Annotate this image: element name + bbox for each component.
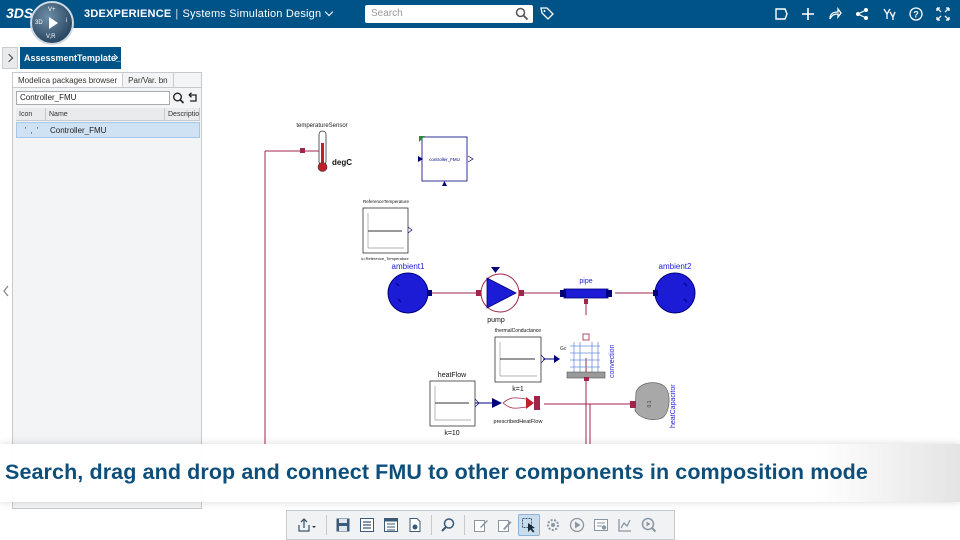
table-icon[interactable] — [380, 514, 402, 536]
ambient2-label: ambient2 — [659, 262, 692, 271]
convection-port-label: Gc — [560, 346, 567, 352]
packages-panel: Modelica packages browser Par/Var. bn Co… — [12, 72, 202, 509]
tab-assessment-template[interactable]: AssessmentTemplate_1 — [20, 47, 126, 69]
toolbar-divider — [326, 515, 327, 535]
ambient2-boundary[interactable]: ambient2 — [653, 262, 696, 314]
chevron-down-icon[interactable] — [325, 7, 334, 17]
plot-icon[interactable] — [614, 514, 636, 536]
simulate-icon[interactable] — [638, 514, 660, 536]
edit-pen-icon[interactable] — [494, 514, 516, 536]
results-header: Icon Name Description — [16, 108, 200, 121]
list-icon[interactable] — [356, 514, 378, 536]
chevron-left-icon[interactable] — [2, 285, 10, 297]
package-search-input[interactable]: Controller_FMU — [16, 91, 170, 105]
column-description[interactable]: Description — [165, 108, 200, 120]
apps-icon[interactable] — [880, 5, 898, 23]
document-icon[interactable] — [404, 514, 426, 536]
reset-icon[interactable] — [186, 91, 199, 105]
toolbar-divider — [431, 515, 432, 535]
settings-icon[interactable] — [542, 514, 564, 536]
save-icon[interactable] — [332, 514, 354, 536]
brand-logo[interactable]: 3DS — [6, 5, 34, 21]
compass-label: V,R — [46, 34, 56, 40]
tab-parameters-variables[interactable]: Par/Var. bn — [123, 73, 174, 87]
network-icon[interactable] — [853, 5, 871, 23]
fmu-icon: ' , ' — [24, 125, 40, 135]
toolbar-divider — [464, 515, 465, 535]
reference-param: k=Reference_Temperature — [361, 256, 409, 261]
thermal-conductance-block[interactable]: thermalConductance k=1 — [494, 328, 546, 393]
tab-expand-button[interactable] — [2, 47, 18, 69]
convection-label: convection — [609, 344, 616, 378]
controller-fmu-block[interactable]: controller_FMU — [418, 136, 474, 186]
search-icon[interactable] — [172, 91, 185, 105]
play-icon — [49, 17, 58, 29]
result-name: Controller_FMU — [50, 125, 107, 135]
reference-label: ReferenceTemperature — [363, 199, 410, 204]
heat-flow-label: heatFlow — [438, 372, 467, 379]
plus-icon[interactable] — [799, 5, 817, 23]
temperature-sensor-label: temperatureSensor — [296, 123, 347, 129]
app-title[interactable]: 3DEXPERIENCE|Systems Simulation Design — [84, 7, 334, 20]
search-icon[interactable] — [515, 7, 529, 21]
sensor-unit-label: degC — [332, 158, 352, 167]
bottom-toolbar — [286, 510, 675, 540]
select-icon[interactable] — [518, 514, 540, 536]
tab-modelica-packages[interactable]: Modelica packages browser — [13, 73, 124, 87]
share-icon[interactable] — [826, 5, 844, 23]
heat-flow-block[interactable]: heatFlow k=10 — [429, 372, 480, 437]
heat-capacitor-value: 0.1 — [647, 400, 653, 407]
heat-flow-param: k=10 — [444, 430, 459, 437]
brand-separator: | — [175, 8, 179, 20]
ambient1-label: ambient1 — [392, 262, 425, 271]
search-input[interactable]: Search — [365, 5, 533, 23]
pump-label: pump — [487, 317, 505, 324]
heat-capacitor-label: heatCapacitor — [670, 384, 677, 428]
play-icon[interactable] — [566, 514, 588, 536]
heat-capacitor[interactable]: 0.1 heatCapacitor — [630, 382, 677, 428]
column-name[interactable]: Name — [46, 108, 165, 120]
controller-label: controller_FMU — [429, 157, 460, 162]
chevron-right-icon — [4, 53, 14, 63]
share-feedback-icon[interactable] — [772, 5, 790, 23]
temperature-sensor[interactable]: temperatureSensor degC — [296, 123, 352, 172]
edit-icon[interactable] — [470, 514, 492, 536]
export-icon[interactable] — [293, 514, 321, 536]
compass-icon[interactable]: V+ 3D i V,R — [30, 1, 74, 45]
platform-name: 3DEXPERIENCE — [84, 8, 172, 20]
fullscreen-icon[interactable] — [934, 5, 952, 23]
column-icon[interactable]: Icon — [16, 108, 46, 120]
app-name: Systems Simulation Design — [182, 8, 322, 20]
compass-label: i — [65, 18, 67, 24]
connection-wires — [264, 150, 656, 445]
caption-banner: Search, drag and drop and connect FMU to… — [0, 444, 960, 502]
svg-text:?: ? — [913, 10, 919, 20]
caption-text: Search, drag and drop and connect FMU to… — [5, 460, 868, 484]
prescribed-heat-flow-label: prescribedHeatFlow — [494, 419, 543, 425]
tab-label: AssessmentTemplate_1 — [24, 53, 126, 63]
thermal-param: k=1 — [512, 386, 524, 393]
compass-label: 3D — [35, 20, 43, 26]
compass-label: V+ — [48, 7, 56, 13]
help-icon[interactable]: ? — [907, 5, 925, 23]
ambient1-boundary[interactable]: ambient1 — [387, 262, 432, 314]
tag-icon[interactable] — [540, 6, 554, 20]
zoom-icon[interactable] — [437, 514, 459, 536]
pipe[interactable]: pipe — [560, 278, 612, 304]
convection-block[interactable]: Gc convection — [554, 333, 616, 381]
composition-canvas[interactable]: temperatureSensor degC controller_FMU Re… — [204, 70, 960, 510]
prescribed-heat-flow-block[interactable]: prescribedHeatFlow — [492, 396, 542, 425]
top-bar: 3DS 3DEXPERIENCE|Systems Simulation Desi… — [0, 0, 960, 28]
pipe-label: pipe — [579, 278, 592, 285]
reference-temperature-block[interactable]: ReferenceTemperature k=Reference_Tempera… — [361, 199, 413, 261]
list-item[interactable]: ' , ' Controller_FMU — [16, 122, 200, 138]
thermal-conductance-label: thermalConductance — [495, 328, 541, 334]
monitor-icon[interactable] — [590, 514, 612, 536]
pump[interactable]: pump — [476, 267, 524, 324]
